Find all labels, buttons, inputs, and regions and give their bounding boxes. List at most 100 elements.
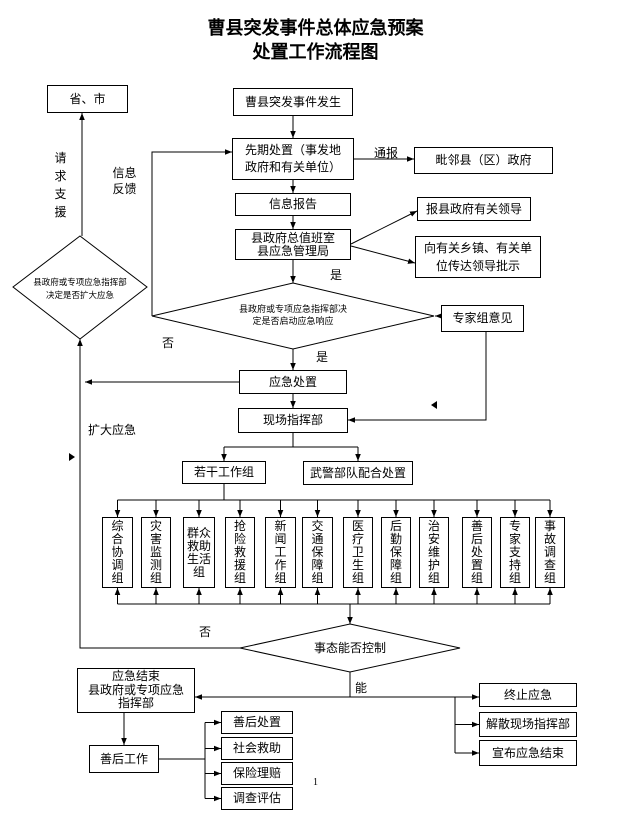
node-label: 善后工作 <box>99 751 148 766</box>
node-expert-opinion: 专家组意见 <box>441 305 524 332</box>
node-label: 位传达领导批示 <box>435 259 520 273</box>
label-no-feedback: 否 <box>162 336 175 350</box>
node-aftermath: 善后工作 <box>89 745 159 773</box>
group-box: 交通保障组 <box>302 517 333 588</box>
node-label: 解散现场指挥部 <box>485 717 570 731</box>
group-box: 抢险救援组 <box>225 517 255 588</box>
node-label: 调查评估 <box>232 791 281 805</box>
group-label: 综合协调组 <box>111 519 124 585</box>
node-duty-office: 县政府总值班室 县应急管理局 <box>235 229 351 260</box>
node-convey-instructions: 向有关乡镇、有关单 位传达领导批示 <box>415 236 541 278</box>
group-box: 医疗卫生组 <box>343 517 373 588</box>
group-box: 事故调查组 <box>535 517 565 588</box>
node-end-emergency: 应急结束 县政府或专项应急 指挥部 <box>77 668 195 713</box>
arrow-duty-to-leaders <box>350 210 418 245</box>
decision-expand-text: 县政府或专项应急指挥部 决定是否扩大应急 <box>13 276 147 302</box>
node-label: 县应急管理局 <box>256 243 329 258</box>
group-label: 后勤保障组 <box>389 519 402 585</box>
node-label: 善后处置 <box>232 715 281 729</box>
node-label: 保险理赔 <box>232 766 281 780</box>
group-label: 群众救助生活组 <box>186 525 211 579</box>
node-label: 社会救助 <box>232 741 281 755</box>
node-work-groups: 若干工作组 <box>182 461 266 484</box>
node-field-command: 现场指挥部 <box>238 408 348 433</box>
decision-label: 决定是否扩大应急 <box>45 290 114 300</box>
decision-control-text: 事态能否控制 <box>240 641 460 655</box>
node-label: 现场指挥部 <box>262 413 323 427</box>
arrow-duty-to-convey <box>350 245 416 264</box>
node-label: 终止应急 <box>503 687 552 702</box>
node-incident: 曹县突发事件发生 <box>233 88 353 116</box>
arrow-control-to-expand <box>77 339 240 649</box>
node-label: 武警部队配合处置 <box>309 465 406 480</box>
label-yes-response: 是 <box>316 350 329 364</box>
node-info-report: 信息报告 <box>235 193 351 216</box>
page-title: 曹县突发事件总体应急预案 处置工作流程图 <box>0 16 631 64</box>
label-yes-after-duty: 是 <box>330 268 343 282</box>
node-label: 省、市 <box>69 91 106 106</box>
node-aftermath-item: 善后处置 <box>221 711 293 734</box>
group-box: 新闻工作组 <box>265 517 296 588</box>
node-label: 应急处置 <box>268 374 317 389</box>
node-label: 县政府总值班室 <box>250 230 335 245</box>
label-can-control: 能 <box>355 681 368 695</box>
node-report-leaders: 报县政府有关领导 <box>417 197 531 221</box>
node-aftermath-item: 调查评估 <box>221 787 293 810</box>
stray-arrowhead-left <box>431 401 437 409</box>
title-line-1: 曹县突发事件总体应急预案 <box>207 18 424 38</box>
node-label: 先期处置（事发地 <box>244 143 341 157</box>
node-armed-police: 武警部队配合处置 <box>303 461 413 485</box>
arrow-feedback-to-initial <box>151 149 232 316</box>
node-label: 曹县突发事件发生 <box>244 94 341 109</box>
decision-start-response-text: 县政府或专项应急指挥部决 定是否启动应急响应 <box>152 303 434 327</box>
label-notify: 通报 <box>374 146 399 160</box>
group-label: 专家支持组 <box>508 519 521 585</box>
group-label: 交通保障组 <box>311 519 324 585</box>
arrow-expert-to-field <box>348 332 487 423</box>
decision-label: 县政府或专项应急指挥部 <box>33 277 127 287</box>
label-info-feedback: 信息反馈 <box>112 166 137 196</box>
group-label: 事故调查组 <box>543 519 556 585</box>
group-label: 医疗卫生组 <box>351 519 364 585</box>
group-label: 善后处置组 <box>470 519 483 585</box>
node-label: 向有关乡镇、有关单 <box>423 241 532 255</box>
node-announce: 宣布应急结束 <box>479 740 577 766</box>
node-label: 报县政府有关领导 <box>425 201 522 216</box>
decision-label: 定是否启动应急响应 <box>252 316 334 326</box>
node-label: 信息报告 <box>268 197 317 211</box>
group-box: 专家支持组 <box>500 517 530 588</box>
decision-label: 县政府或专项应急指挥部决 <box>238 304 347 314</box>
group-label: 灾害监测组 <box>149 519 162 585</box>
page-number: 1 <box>313 777 318 788</box>
node-initial-response: 先期处置（事发地 政府和有关单位） <box>232 138 354 180</box>
node-label: 毗邻县（区）政府 <box>435 153 532 167</box>
node-label: 若干工作组 <box>193 465 254 479</box>
node-terminate: 终止应急 <box>479 683 577 707</box>
group-box: 综合协调组 <box>102 517 133 588</box>
decision-label: 事态能否控制 <box>313 641 386 655</box>
node-province-city: 省、市 <box>47 85 128 113</box>
stray-arrowhead-right <box>69 453 75 461</box>
node-label: 指挥部 <box>117 696 154 711</box>
group-box: 善后处置组 <box>462 517 492 588</box>
group-box: 灾害监测组 <box>141 517 171 588</box>
title-line-2: 处置工作流程图 <box>252 42 379 62</box>
node-label: 应急结束 <box>111 669 160 684</box>
label-no-control: 否 <box>199 625 212 639</box>
node-aftermath-item: 保险理赔 <box>221 762 293 785</box>
node-dissolve: 解散现场指挥部 <box>479 712 577 737</box>
group-box: 治安维护组 <box>419 517 449 588</box>
group-box: 后勤保障组 <box>381 517 411 588</box>
node-emergency-handling: 应急处置 <box>239 370 347 394</box>
group-label: 治安维护组 <box>427 519 440 585</box>
label-expand: 扩大应急 <box>88 423 137 437</box>
node-label: 县政府或专项应急 <box>87 682 184 697</box>
group-label: 新闻工作组 <box>274 519 287 585</box>
group-label: 抢险救援组 <box>233 519 246 585</box>
node-label: 政府和有关单位） <box>244 160 341 174</box>
node-aftermath-item: 社会救助 <box>221 737 293 760</box>
node-neighbor-gov: 毗邻县（区）政府 <box>414 147 553 174</box>
node-label: 宣布应急结束 <box>491 745 564 760</box>
group-box: 群众救助生活组 <box>183 517 215 588</box>
